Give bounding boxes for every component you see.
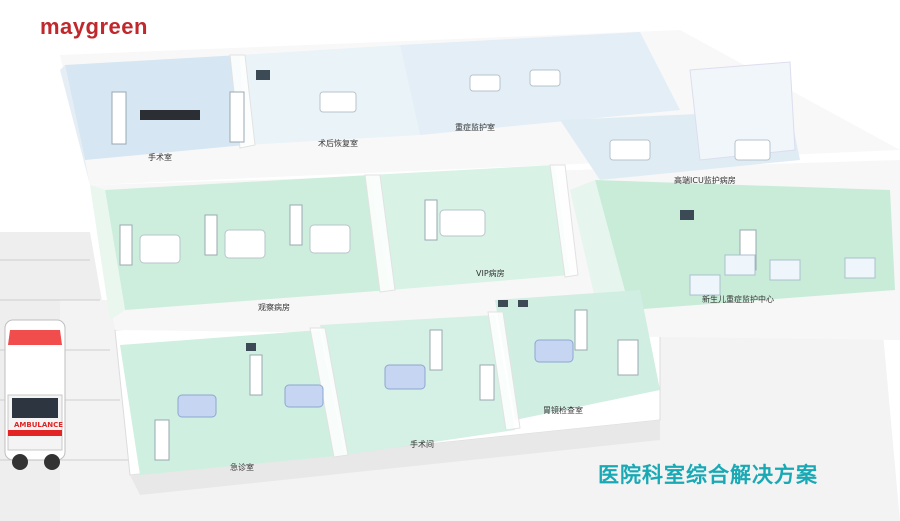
brand-logo: maygreen	[40, 14, 148, 39]
label-observation-ward: 观察病房	[258, 303, 290, 312]
operating-room-floor	[65, 55, 245, 160]
endoscopy-floor	[495, 290, 660, 420]
label-critical-care: 重症监护室	[455, 123, 495, 132]
caption-title: 医院科室综合解决方案	[598, 463, 818, 487]
label-post-op-recovery: 术后恢复室	[318, 139, 358, 148]
label-emergency-room: 急诊室	[230, 463, 254, 472]
label-nicu: 新生儿重症监护中心	[702, 295, 774, 304]
emergency-floor	[120, 330, 345, 475]
label-vip-ward: VIP病房	[476, 269, 505, 278]
ambulance-illustration	[4, 319, 66, 470]
label-operating-room: 手术室	[148, 153, 172, 162]
ambulance-text: AMBULANCE	[14, 421, 64, 429]
label-surgery-room: 手术间	[410, 440, 434, 449]
label-high-end-icu: 高端ICU监护病房	[674, 176, 736, 185]
label-endoscopy-room: 胃镜检查室	[543, 406, 583, 415]
